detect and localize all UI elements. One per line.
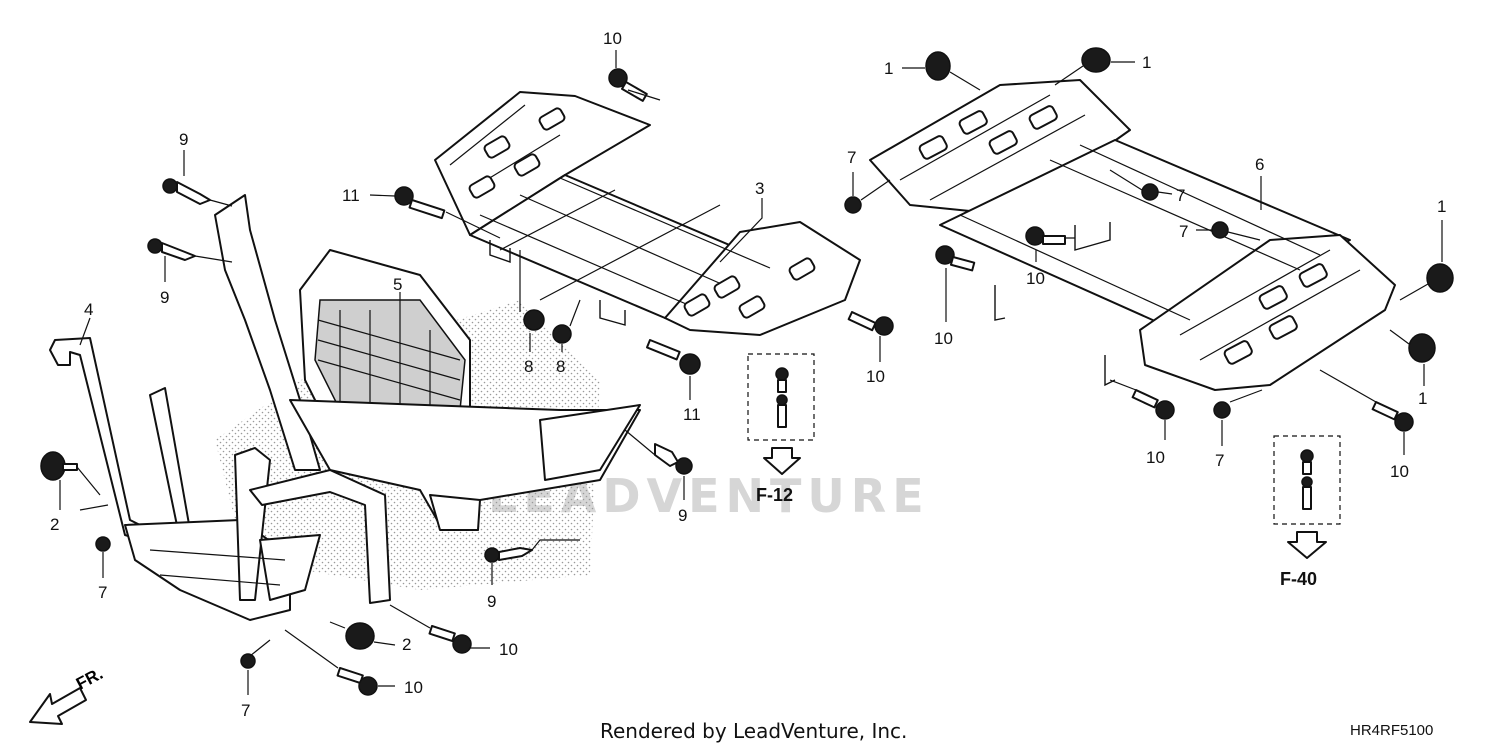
- bolt-10-front-b[interactable]: [336, 667, 378, 696]
- rubber-cap-1-a[interactable]: [925, 51, 951, 81]
- front-direction-marker: FR.: [29, 664, 106, 725]
- callout[interactable]: 11: [683, 405, 701, 424]
- rubber-cap-1-d[interactable]: [1408, 333, 1436, 363]
- callout[interactable]: 2: [50, 515, 59, 534]
- reference-f12[interactable]: F-12: [747, 353, 815, 505]
- diagram-code: HR4RF5100: [1350, 722, 1433, 739]
- callout[interactable]: 7: [98, 583, 107, 602]
- bolt-11-bottom[interactable]: [646, 339, 701, 375]
- callout[interactable]: 7: [1176, 186, 1185, 205]
- reference-f40[interactable]: F-40: [1273, 435, 1341, 589]
- callout[interactable]: 9: [678, 506, 687, 525]
- nut-7-rear-d[interactable]: [1213, 401, 1231, 419]
- rear-carrier[interactable]: [869, 79, 1396, 391]
- callout[interactable]: 1: [1418, 389, 1427, 408]
- bolt-10-rear-d[interactable]: [1371, 401, 1414, 432]
- clip-9-d[interactable]: [484, 547, 533, 563]
- callout[interactable]: 4: [84, 300, 93, 319]
- callout[interactable]: 10: [499, 640, 518, 659]
- bolt-10-front-right[interactable]: [847, 311, 894, 336]
- callout[interactable]: 10: [1390, 462, 1409, 481]
- rubber-cap-1-b[interactable]: [1081, 47, 1111, 73]
- nut-8-b[interactable]: [552, 324, 572, 344]
- nut-7-rear-b[interactable]: [1141, 183, 1159, 201]
- callout[interactable]: 10: [1146, 448, 1165, 467]
- callout[interactable]: 9: [487, 592, 496, 611]
- grommet-2-b[interactable]: [345, 622, 375, 650]
- front-guard[interactable]: [49, 337, 391, 621]
- callout[interactable]: 11: [342, 186, 360, 205]
- callout[interactable]: 7: [847, 148, 856, 167]
- nut-7-rear-c[interactable]: [1211, 221, 1229, 239]
- callout[interactable]: 8: [524, 357, 533, 376]
- nut-8-a[interactable]: [523, 309, 545, 331]
- bolt-10-rear-c[interactable]: [1131, 389, 1175, 420]
- bolt-10-rear-a[interactable]: [1025, 226, 1066, 246]
- callout[interactable]: 7: [1215, 451, 1224, 470]
- bolt-10-front-a[interactable]: [428, 625, 472, 654]
- callout[interactable]: 1: [884, 59, 893, 78]
- rubber-cap-1-c[interactable]: [1426, 263, 1454, 293]
- reference-label-f40: F-40: [1280, 569, 1317, 589]
- callout[interactable]: 10: [603, 29, 622, 48]
- callouts: 10 11 3 10 8 8 11 9 9 5 4 2 7 9 9 2 10 1…: [50, 29, 1446, 720]
- front-carrier[interactable]: [434, 91, 861, 336]
- bolt-10-top[interactable]: [608, 68, 648, 102]
- reference-label-f12: F-12: [756, 485, 793, 505]
- callout[interactable]: 10: [404, 678, 423, 697]
- clip-9-c[interactable]: [654, 443, 693, 475]
- bolt-11-left[interactable]: [394, 186, 446, 220]
- leader-lines: [59, 50, 1443, 695]
- bolt-10-rear-b[interactable]: [935, 245, 976, 272]
- callout[interactable]: 10: [934, 329, 953, 348]
- front-grille-cover[interactable]: [214, 194, 641, 590]
- clip-9-b[interactable]: [147, 238, 196, 261]
- nut-7-front-a[interactable]: [95, 536, 111, 552]
- callout[interactable]: 10: [866, 367, 885, 386]
- callout[interactable]: 7: [241, 701, 250, 720]
- hardware: [40, 47, 1454, 696]
- callout[interactable]: 2: [402, 635, 411, 654]
- callout[interactable]: 10: [1026, 269, 1045, 288]
- callout[interactable]: 1: [1142, 53, 1151, 72]
- callout[interactable]: 9: [160, 288, 169, 307]
- callout[interactable]: 3: [755, 179, 764, 198]
- rendered-by-footer: Rendered by LeadVenture, Inc.: [600, 719, 907, 743]
- callout[interactable]: 7: [1179, 222, 1188, 241]
- callout[interactable]: 8: [556, 357, 565, 376]
- clip-9-a[interactable]: [162, 178, 211, 205]
- nut-7-front-b[interactable]: [240, 653, 256, 669]
- callout[interactable]: 6: [1255, 155, 1264, 174]
- callout[interactable]: 1: [1437, 197, 1446, 216]
- callout[interactable]: 5: [393, 275, 402, 294]
- callout[interactable]: 9: [179, 130, 188, 149]
- nut-7-rear-a[interactable]: [844, 196, 862, 214]
- grommet-2-a[interactable]: [40, 451, 78, 481]
